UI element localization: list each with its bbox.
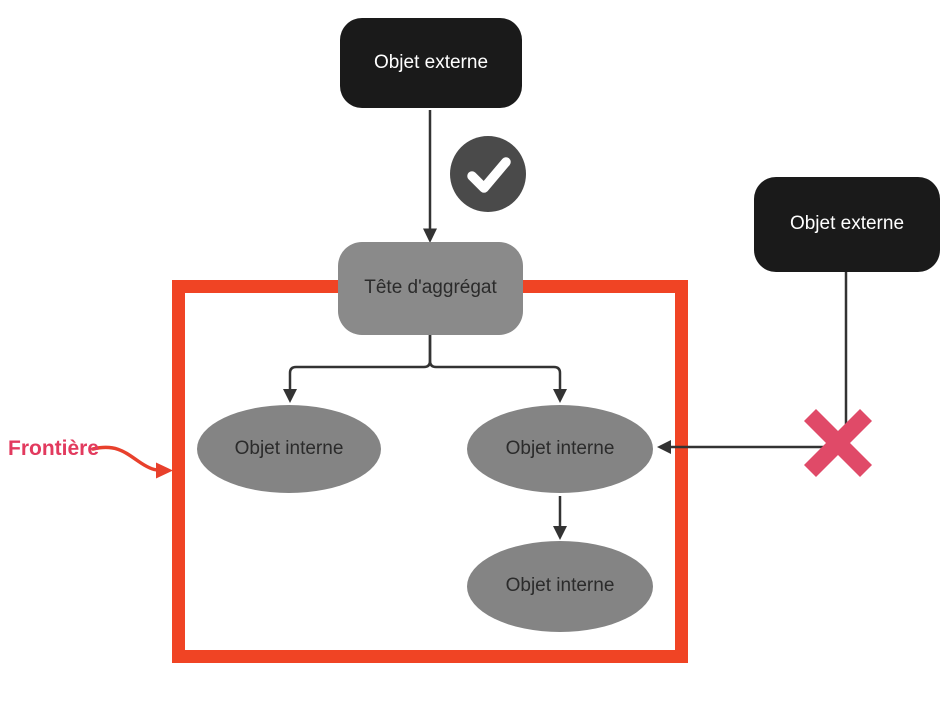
- node-internal-object-bottom: Objet interne: [467, 541, 653, 632]
- node-label: Objet interne: [505, 575, 615, 597]
- node-external-object-right: Objet externe: [754, 177, 940, 272]
- x-icon: [803, 408, 873, 478]
- node-aggregate-head: Tête d'aggrégat: [338, 242, 523, 335]
- node-label: Objet interne: [505, 437, 615, 459]
- node-label: Objet interne: [234, 437, 344, 459]
- arrow-internal-middle-to-bottom: [553, 496, 567, 540]
- node-label: Tête d'aggrégat: [364, 277, 497, 299]
- arrow-external-top-to-head: [423, 110, 437, 243]
- node-label: Objet externe: [373, 51, 489, 73]
- boundary-pointer-arrow: [91, 445, 173, 479]
- check-badge: [450, 136, 526, 212]
- check-icon: [467, 157, 511, 193]
- node-label: Objet externe: [789, 213, 905, 235]
- branch-head-to-internal-left: [283, 335, 432, 403]
- node-internal-object-middle: Objet interne: [467, 405, 653, 493]
- node-external-object-top: Objet externe: [340, 18, 522, 108]
- node-internal-object-left: Objet interne: [197, 405, 381, 493]
- branch-head-to-internal-middle: [428, 335, 567, 403]
- boundary-label: Frontière: [8, 437, 100, 460]
